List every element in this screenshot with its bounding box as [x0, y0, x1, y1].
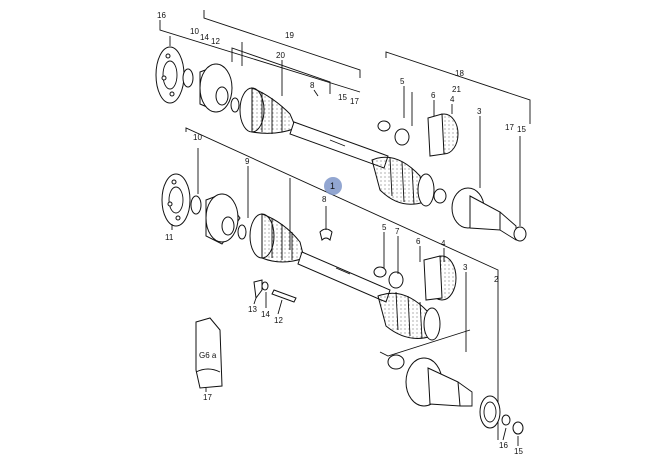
- highlight-circle: [324, 177, 342, 195]
- lower-inner-boot: [249, 213, 305, 263]
- upper-dished-washer: [427, 113, 459, 157]
- upper-drive-shaft-assembly: [155, 10, 531, 242]
- label-lower-5[interactable]: 5: [382, 223, 387, 232]
- upper-outer-boot: [371, 156, 435, 207]
- highlight-label: 1: [330, 181, 335, 191]
- label-lower-15[interactable]: 15: [514, 447, 523, 456]
- grease-tube: G6 a: [195, 317, 223, 389]
- upper-outer-cv-joint: [433, 187, 527, 242]
- lower-inner-cv-joint: [205, 193, 247, 245]
- label-lower-8[interactable]: 8: [322, 195, 327, 204]
- label-upper-15b[interactable]: 15: [517, 125, 526, 134]
- upper-part-labels: 16 10 14 12 19 20 8 15 17 18 5 21 6 4 3 …: [157, 11, 526, 134]
- lower-flange-plate: [161, 173, 191, 227]
- bolt-assembly: [253, 279, 297, 303]
- upper-inner-boot: [239, 87, 297, 134]
- lower-part-labels: 10 9 8 11 5 7 6 4 3 2 13 14 12 17 16 15: [165, 133, 523, 456]
- lower-shaft-bar: [297, 251, 391, 303]
- label-upper-8[interactable]: 8: [310, 81, 315, 90]
- lower-spacer: [388, 271, 404, 289]
- label-upper-3[interactable]: 3: [477, 107, 482, 116]
- label-lower-2[interactable]: 2: [494, 275, 499, 284]
- label-upper-17[interactable]: 17: [350, 97, 359, 106]
- label-upper-20[interactable]: 20: [276, 51, 285, 60]
- upper-clamp-ring: [377, 120, 391, 132]
- label-lower-13[interactable]: 13: [248, 305, 257, 314]
- label-lower-7[interactable]: 7: [395, 227, 400, 236]
- label-upper-19[interactable]: 19: [285, 31, 294, 40]
- label-upper-16[interactable]: 16: [157, 11, 166, 20]
- label-upper-18[interactable]: 18: [455, 69, 464, 78]
- label-lower-6[interactable]: 6: [416, 237, 421, 246]
- label-lower-10[interactable]: 10: [193, 133, 202, 142]
- label-upper-21[interactable]: 21: [452, 85, 461, 94]
- leader-lines: [169, 36, 521, 446]
- lower-outer-boot: [377, 291, 441, 341]
- lower-clamp-ring: [373, 266, 387, 278]
- label-lower-16[interactable]: 16: [499, 441, 508, 450]
- grease-tube-label: G6 a: [199, 351, 217, 360]
- label-lower-14[interactable]: 14: [261, 310, 270, 319]
- label-lower-3[interactable]: 3: [463, 263, 468, 272]
- label-upper-5[interactable]: 5: [400, 77, 405, 86]
- label-lower-4[interactable]: 4: [441, 239, 446, 248]
- label-upper-6[interactable]: 6: [431, 91, 436, 100]
- lower-washer: [190, 195, 202, 215]
- label-upper-17b[interactable]: 17: [505, 123, 514, 132]
- label-lower-12[interactable]: 12: [274, 316, 283, 325]
- lower-dished-washer: [423, 255, 457, 301]
- lower-snap-ring: [319, 228, 333, 241]
- label-lower-9[interactable]: 9: [245, 157, 250, 166]
- highlighted-callout-1[interactable]: 1: [324, 177, 342, 195]
- label-upper-15[interactable]: 15: [338, 93, 347, 102]
- lower-drive-shaft-assembly: G6 a: [161, 127, 524, 440]
- upper-washer: [182, 68, 194, 88]
- label-upper-12[interactable]: 12: [211, 37, 220, 46]
- label-lower-17[interactable]: 17: [203, 393, 212, 402]
- upper-inner-cv-joint: [199, 63, 240, 113]
- label-lower-11[interactable]: 11: [165, 233, 174, 242]
- label-upper-14[interactable]: 14: [200, 33, 209, 42]
- label-upper-10[interactable]: 10: [190, 27, 199, 36]
- lower-outer-cv-joint: [387, 354, 524, 435]
- label-upper-4[interactable]: 4: [450, 95, 455, 104]
- upper-flange-plate: [155, 46, 185, 104]
- upper-spacer: [394, 128, 410, 146]
